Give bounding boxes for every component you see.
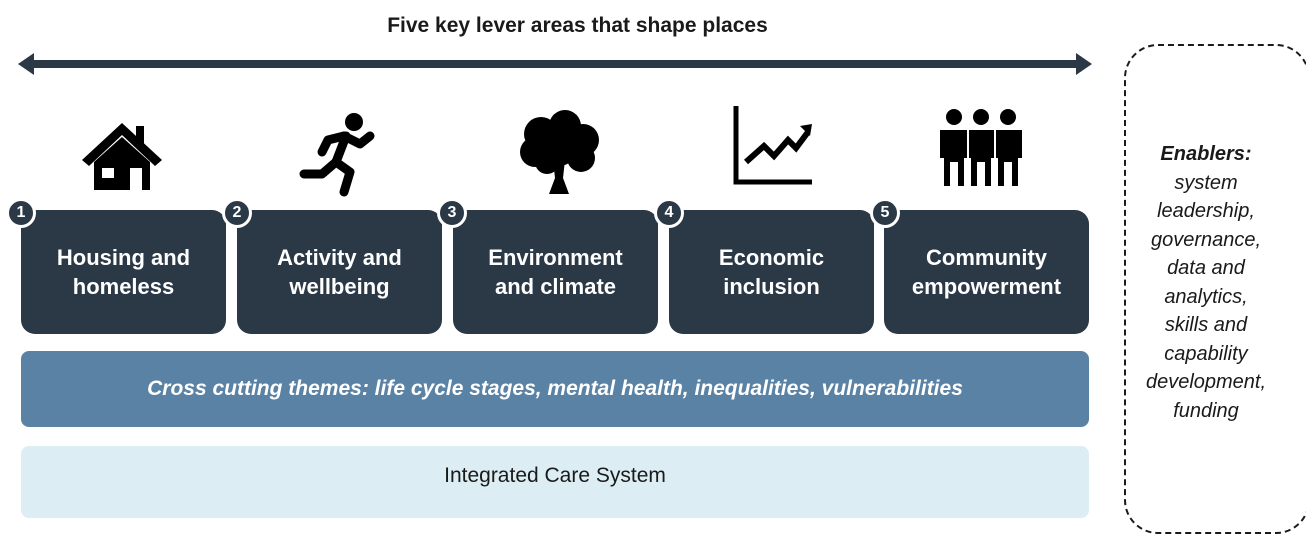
enablers-heading: Enablers: bbox=[1160, 143, 1252, 165]
lever-label: Activity and wellbeing bbox=[277, 245, 402, 299]
diagram-title: Five key lever areas that shape places bbox=[387, 14, 768, 37]
double-headed-arrow bbox=[18, 53, 1092, 75]
lever-number-badge: 2 bbox=[222, 198, 252, 228]
growth-chart-icon bbox=[733, 106, 812, 185]
lever-number-badge: 5 bbox=[870, 198, 900, 228]
lever-label: Community empowerment bbox=[911, 245, 1062, 299]
lever-number-badge: 1 bbox=[6, 198, 36, 228]
lever-number-badge: 4 bbox=[654, 198, 684, 228]
lever-activity: Activity and wellbeing bbox=[237, 210, 442, 334]
tree-icon bbox=[520, 110, 599, 194]
lever-number-badge: 3 bbox=[437, 198, 467, 228]
lever-label: Environment and climate bbox=[488, 245, 623, 299]
lever-community: Community empowerment bbox=[884, 210, 1089, 334]
running-person-icon bbox=[299, 113, 375, 197]
integrated-care-system-band: Integrated Care System bbox=[21, 446, 1089, 518]
people-group-icon bbox=[940, 109, 1022, 186]
enablers-text: Enablers: system leadership, governance,… bbox=[1126, 140, 1286, 425]
house-icon bbox=[82, 123, 162, 190]
lever-economic: Economic inclusion bbox=[669, 210, 874, 334]
lever-housing: Housing and homeless bbox=[21, 210, 226, 334]
cross-cutting-themes-band: Cross cutting themes: life cycle stages,… bbox=[21, 351, 1089, 427]
enablers-body: system leadership, governance, data and … bbox=[1145, 171, 1267, 422]
lever-label: Economic inclusion bbox=[718, 245, 825, 299]
lever-environment: Environment and climate bbox=[453, 210, 658, 334]
lever-label: Housing and homeless bbox=[56, 245, 191, 299]
